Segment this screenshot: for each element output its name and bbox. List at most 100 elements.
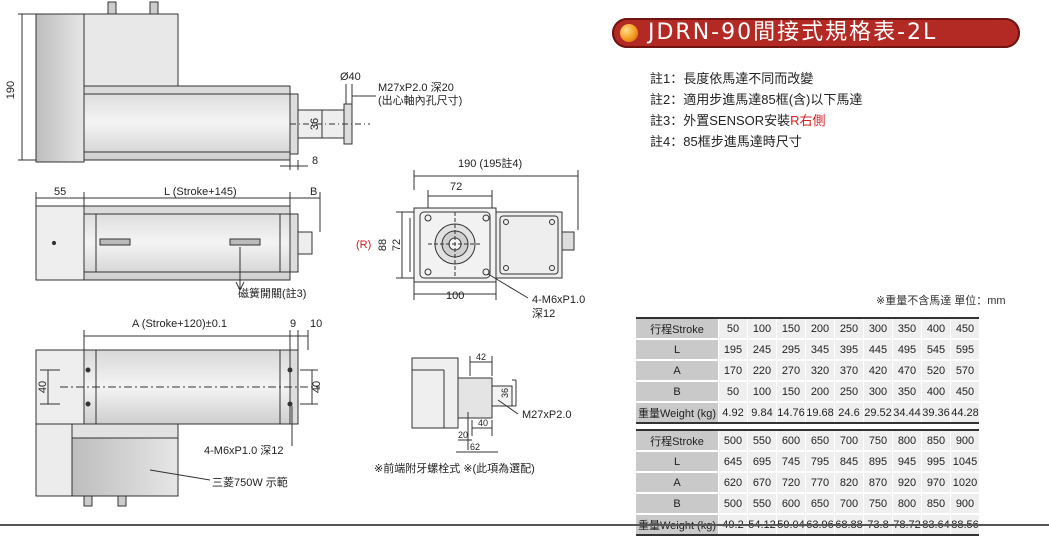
table-cell: 34.44 [892, 402, 922, 423]
dim-10: 10 [310, 318, 322, 330]
table-cell: 920 [892, 472, 922, 493]
motor-end [35, 205, 85, 281]
row-header: L [636, 451, 719, 472]
detail-42: 42 [476, 352, 486, 362]
table-cell: 900 [950, 430, 979, 451]
title-banner: JDRN-90間接式規格表-2L [612, 18, 1020, 48]
table-cell: 50 [718, 318, 748, 339]
table-cell: 650 [805, 430, 835, 451]
table-cell: 470 [892, 360, 922, 381]
end-dim-72-top: 72 [450, 181, 462, 193]
table-cell: 195 [718, 339, 748, 360]
table-cell: 600 [776, 430, 806, 451]
table-cell: 50 [718, 381, 748, 402]
row-header: 重量Weight (kg) [636, 402, 719, 423]
row-header: A [636, 360, 719, 381]
table-cell: 370 [834, 360, 864, 381]
note-3: 註3：外置SENSOR安裝R右側 [650, 110, 826, 129]
end-dim-190: 190 (195註4) [458, 157, 522, 170]
table-cell: 450 [950, 318, 979, 339]
table-cell: 100 [747, 318, 777, 339]
detail-view [411, 356, 519, 453]
detail-caption: ※前端附牙螺栓式 ※(此項為選配) [374, 461, 535, 475]
table-cell: 1020 [950, 472, 979, 493]
note-label: 註2： [650, 92, 684, 107]
thread-note-2: (出心軸內孔尺寸) [378, 93, 462, 107]
table-cell: 820 [834, 472, 864, 493]
table-cell: 750 [863, 493, 893, 514]
table-cell: 100 [747, 381, 777, 402]
note-text: 外置SENSOR安裝 [683, 113, 791, 128]
table-cell: 945 [892, 451, 922, 472]
table-cell: 550 [747, 430, 777, 451]
end-hole-note-1: 4-M6xP1.0 [532, 294, 585, 306]
table-cell: 24.6 [834, 402, 864, 423]
end-view [396, 170, 579, 300]
note-text: 長度依馬達不同而改變 [683, 71, 814, 86]
table-cell: 1045 [950, 451, 979, 472]
note-label: 註1： [650, 71, 684, 86]
note-4: 註4：85框步進馬達時尺寸 [650, 131, 802, 150]
table-cell: 545 [921, 339, 951, 360]
table-cell: 770 [805, 472, 835, 493]
table-cell: 845 [834, 451, 864, 472]
table-cell: 200 [805, 318, 835, 339]
table-cell: 795 [805, 451, 835, 472]
table-cell: 44.28 [950, 402, 979, 423]
detail-36: 36 [500, 388, 510, 398]
note-label: 註4： [650, 134, 684, 149]
table-cell: 600 [776, 493, 806, 514]
bottom-view [35, 330, 320, 507]
table-cell: 720 [776, 472, 806, 493]
table-cell: 250 [834, 381, 864, 402]
actuator-body [83, 85, 291, 161]
motor-block [35, 13, 85, 163]
row-header: L [636, 339, 719, 360]
detail-40: 40 [478, 418, 488, 428]
technical-drawing: 190 Ø40 M27xP2.0 深20 (出心軸內孔尺寸) 36 8 55 L… [5, 1, 585, 507]
table-cell: 570 [950, 360, 979, 381]
table-cell: 700 [834, 430, 864, 451]
dim-8: 8 [312, 155, 318, 167]
table-cell: 320 [805, 360, 835, 381]
dim-190-vertical: 190 [5, 81, 17, 99]
table-cell: 800 [892, 493, 922, 514]
dim-55: 55 [54, 186, 66, 198]
reed-switch-2 [229, 238, 261, 246]
table-cell: 450 [950, 381, 979, 402]
table-cell: 700 [834, 493, 864, 514]
dim-B: B [310, 186, 317, 198]
table-cell: 550 [747, 493, 777, 514]
table-cell: 995 [921, 451, 951, 472]
note-label: 註3： [650, 113, 684, 128]
end-dim-72-side: 72 [391, 239, 403, 251]
table-cell: 850 [921, 493, 951, 514]
detail-thread: M27xP2.0 [522, 409, 572, 421]
table-cell: 170 [718, 360, 748, 381]
hole-note-bottom: 4-M6xP1.0 深12 [204, 444, 283, 457]
dim-40-right: 40 [311, 381, 323, 393]
table-cell: 745 [776, 451, 806, 472]
table-cell: 250 [834, 318, 864, 339]
table-cell: 4.92 [718, 402, 748, 423]
motor-box [495, 211, 563, 279]
dim-phi40: Ø40 [340, 71, 361, 83]
row-header: A [636, 472, 719, 493]
row-header: 行程Stroke [636, 318, 719, 339]
table-cell: 150 [776, 318, 806, 339]
table-cell: 895 [863, 451, 893, 472]
page-title: JDRN-90間接式規格表-2L [648, 20, 938, 45]
table-cell: 870 [863, 472, 893, 493]
table-cell: 500 [718, 493, 748, 514]
note-1: 註1：長度依馬達不同而改變 [650, 68, 813, 87]
table-cell: 400 [921, 318, 951, 339]
note-highlight: R右側 [790, 113, 826, 128]
bottom-divider [0, 524, 1049, 526]
